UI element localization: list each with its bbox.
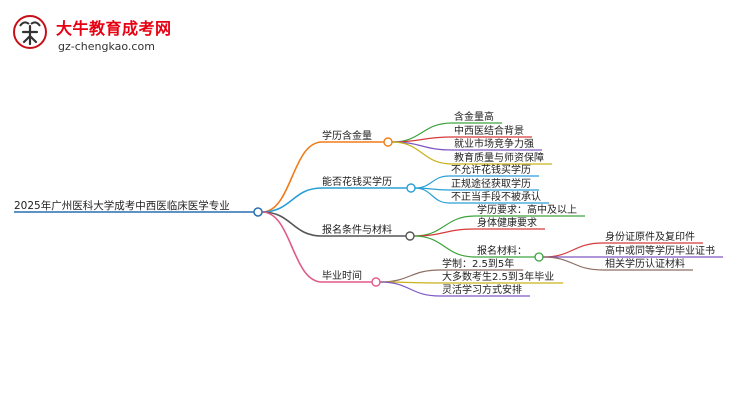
edge-root-to-1	[261, 141, 323, 213]
leaf-label: 不正当手段不被承认	[451, 190, 541, 203]
branch-knot-icon	[406, 183, 416, 193]
bull-logo-icon	[13, 15, 47, 49]
leaf-label: 正规途径获取学历	[451, 177, 531, 190]
sub-leaf-label: 身份证原件及复印件	[605, 230, 695, 243]
edge-root-to-4	[261, 211, 323, 283]
edge-root-to-2	[261, 187, 323, 213]
edge-sub-child	[542, 242, 604, 258]
edge-branch-child	[414, 175, 450, 189]
leaf-label: 报名材料：	[477, 244, 527, 257]
edge-branch-child	[413, 235, 476, 258]
edge-branch-child	[379, 269, 441, 283]
edge-branch-child	[379, 281, 441, 297]
site-url: gz-chengkao.com	[58, 40, 155, 53]
edge-branch-child	[391, 136, 453, 143]
sub-knot-icon	[534, 252, 544, 262]
leaf-label: 中西医结合背景	[454, 124, 524, 137]
branch-knot-icon	[371, 277, 381, 287]
sub-leaf-label: 高中或同等学历毕业证书	[605, 244, 715, 257]
edge-branch-child	[391, 141, 453, 165]
mindmap-connectors	[14, 122, 723, 297]
edge-branch-child	[414, 187, 450, 204]
edge-sub-child	[542, 256, 604, 271]
site-logo[interactable]: 大牛教育成考网 gz-chengkao.com	[0, 0, 240, 60]
leaf-label: 学历要求：高中及以上	[477, 203, 577, 216]
leaf-label: 就业市场竞争力强	[454, 137, 534, 150]
branch-label: 能否花钱买学历	[322, 175, 392, 188]
branch-knot-icon	[405, 231, 415, 241]
branch-label: 学历含金量	[322, 129, 372, 142]
branch-knot-icon	[383, 137, 393, 147]
branch-label: 毕业时间	[322, 269, 362, 282]
leaf-label: 灵活学习方式安排	[442, 283, 522, 296]
root-node-label: 2025年广州医科大学成考中西医临床医学专业	[14, 199, 230, 212]
root-knot-icon	[253, 207, 263, 217]
sub-leaf-label: 相关学历认证材料	[605, 257, 685, 270]
leaf-label: 不允许花钱买学历	[451, 163, 531, 176]
leaf-label: 学制：2.5到5年	[442, 257, 514, 270]
leaf-label: 教育质量与师资保障	[454, 151, 544, 164]
mindmap-nodes: 2025年广州医科大学成考中西医临床医学专业 学历含金量 含金量高中西医结合背景就业…	[14, 110, 715, 296]
leaf-label: 身体健康要求	[477, 216, 537, 229]
edge-branch-child	[413, 228, 476, 237]
leaf-label: 含金量高	[454, 110, 494, 123]
branch-label: 报名条件与材料	[322, 223, 392, 236]
site-name: 大牛教育成考网	[56, 19, 172, 38]
edge-root-to-3	[261, 211, 323, 237]
leaf-label: 大多数考生2.5到3年毕业	[442, 270, 554, 283]
